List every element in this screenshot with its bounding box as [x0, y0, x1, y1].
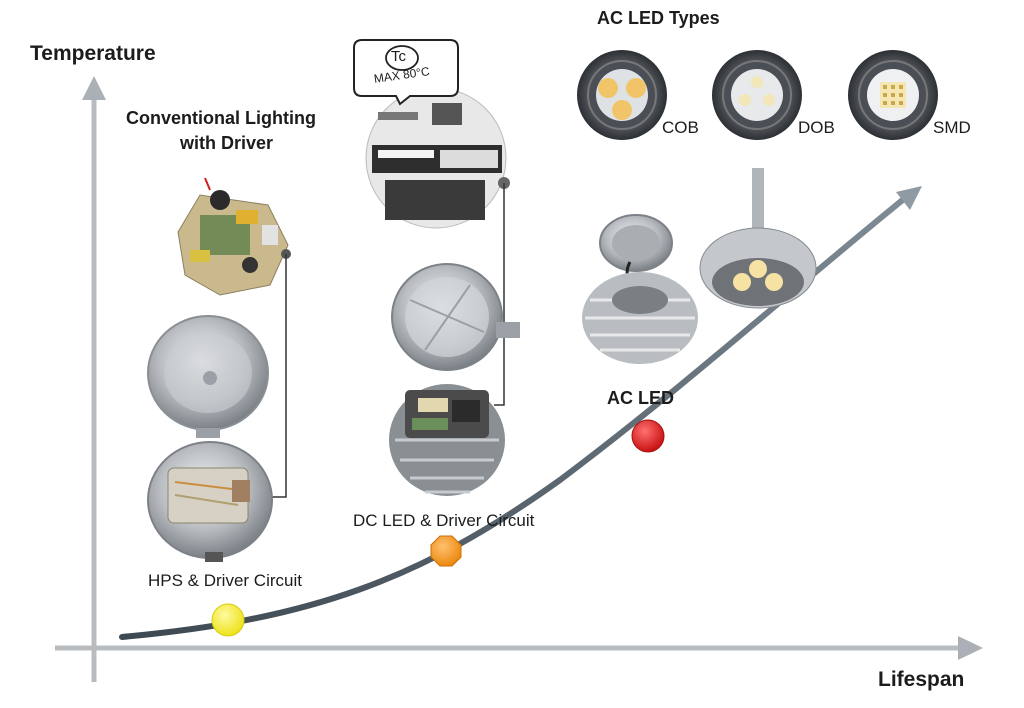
ac-led-closed-fixture-image [699, 168, 817, 309]
dc-led-marker [430, 535, 462, 567]
ac-led-types-title: AC LED Types [597, 8, 720, 28]
dob-module-image [712, 50, 802, 140]
dc-led-fixture-image [389, 263, 520, 496]
dob-label: DOB [798, 118, 835, 137]
conventional-title-line2: with Driver [180, 133, 274, 153]
smd-label: SMD [933, 118, 971, 137]
hps-marker [211, 603, 245, 637]
hps-fixture-image [147, 315, 273, 562]
x-axis-label: Lifespan [878, 668, 965, 691]
driver-board-image [177, 177, 289, 296]
cob-module-image [577, 50, 667, 140]
connector-line-hps [266, 249, 291, 498]
tc-badge [353, 39, 459, 106]
conventional-title-line1: Conventional Lighting [126, 108, 316, 128]
dc-led-stage-label: DC LED & Driver Circuit [353, 511, 535, 530]
x-axis [55, 636, 983, 660]
y-axis-label: Temperature [30, 42, 156, 65]
y-axis [82, 76, 106, 682]
tc-zoom-image [365, 87, 507, 229]
ac-led-marker [631, 419, 665, 453]
ac-led-open-fixture-image [582, 214, 698, 364]
ac-led-stage-label: AC LED [607, 388, 674, 408]
cob-label: COB [662, 118, 699, 137]
connector-line-dc [494, 177, 510, 406]
smd-module-image [848, 50, 938, 140]
tc-badge-symbol: Tc [391, 48, 406, 65]
hps-stage-label: HPS & Driver Circuit [148, 571, 302, 590]
